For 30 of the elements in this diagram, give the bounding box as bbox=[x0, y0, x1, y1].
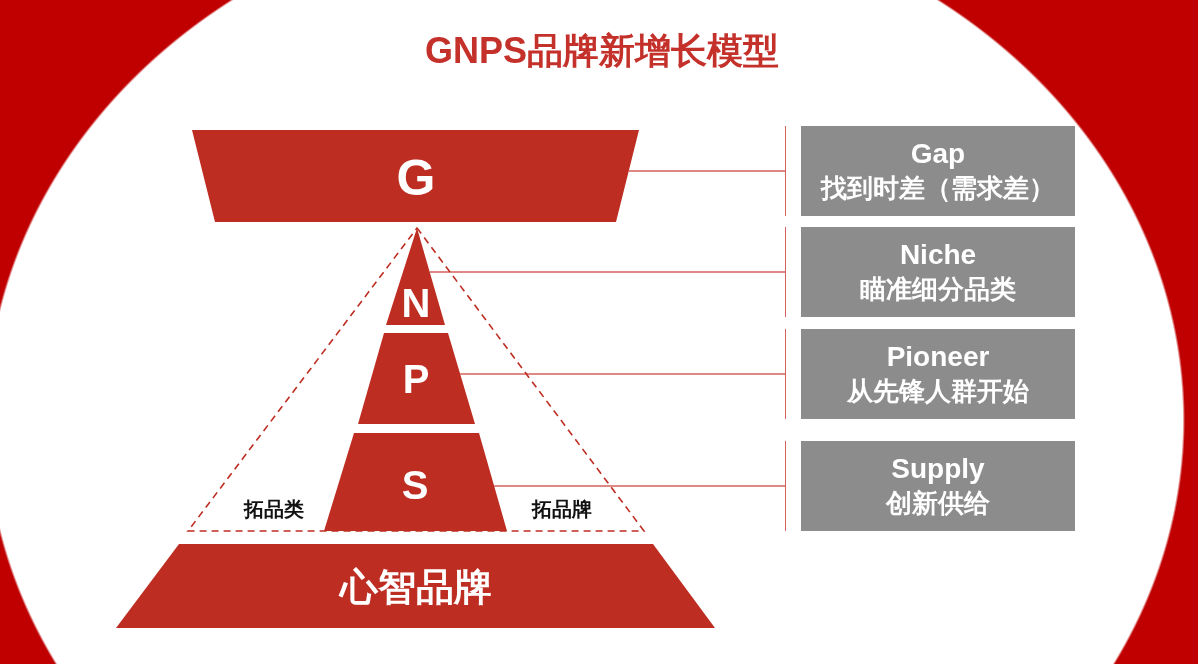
box-heading: Supply bbox=[891, 452, 985, 486]
box-description: 从先锋人群开始 bbox=[847, 375, 1029, 408]
layer-letter: G bbox=[396, 151, 436, 205]
box-description: 找到时差（需求差） bbox=[821, 172, 1055, 205]
diagram-title: GNPS品牌新增长模型 bbox=[425, 29, 779, 73]
description-box bbox=[785, 329, 1075, 419]
leader-line bbox=[459, 373, 786, 375]
box-heading: Niche bbox=[899, 238, 977, 272]
layer-letter: P bbox=[402, 358, 430, 400]
description-box bbox=[785, 126, 1075, 216]
trapezoid-layer bbox=[192, 130, 639, 222]
leader-line bbox=[493, 485, 786, 487]
box-description: 创新供给 bbox=[886, 487, 990, 520]
side-label: 拓品牌 bbox=[532, 498, 592, 520]
description-box bbox=[785, 227, 1075, 317]
leader-line bbox=[429, 271, 786, 273]
trapezoid-layer bbox=[324, 433, 507, 531]
trapezoid-layer bbox=[358, 333, 475, 424]
leader-line bbox=[628, 170, 786, 172]
description-box bbox=[785, 441, 1075, 531]
triangle-layer bbox=[386, 228, 445, 325]
box-heading: Pioneer bbox=[886, 340, 990, 374]
side-label: 拓品类 bbox=[244, 498, 304, 520]
box-description: 瞄准细分品类 bbox=[860, 273, 1016, 306]
box-heading: Gap bbox=[910, 137, 966, 171]
trapezoid-base bbox=[116, 544, 715, 628]
dashed-triangle bbox=[188, 227, 644, 532]
layer-letter: N bbox=[401, 282, 431, 324]
layer-letter: S bbox=[401, 464, 429, 506]
layer-label: 心智品牌 bbox=[340, 568, 492, 608]
